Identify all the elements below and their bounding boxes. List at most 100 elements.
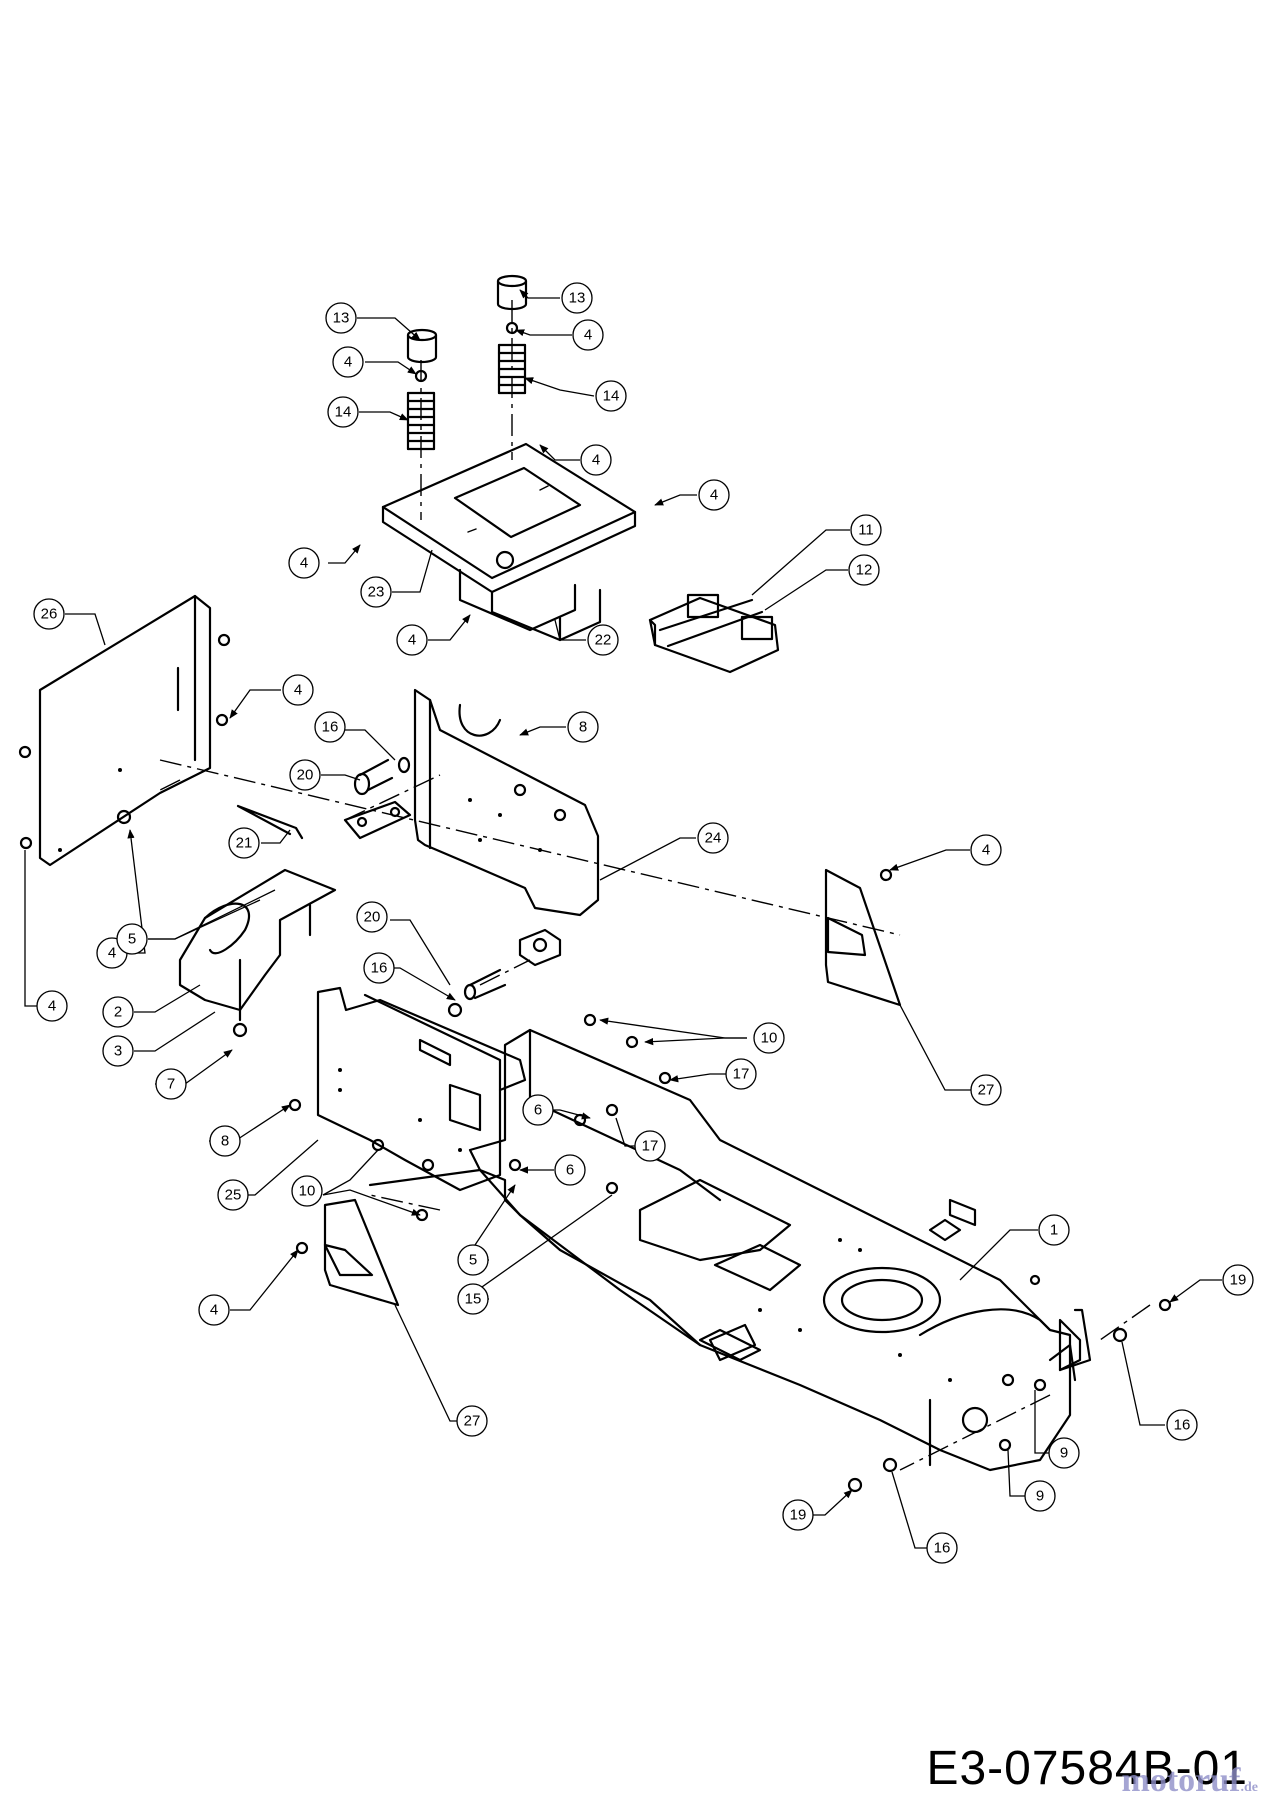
svg-text:7: 7 [167, 1076, 175, 1093]
callout-19[interactable]: 19 [1222, 1264, 1254, 1296]
svg-text:19: 19 [1230, 1272, 1247, 1289]
side-plate-lower [295, 1198, 400, 1307]
callout-23[interactable]: 23 [360, 576, 392, 608]
svg-text:8: 8 [221, 1133, 229, 1150]
callout-6[interactable]: 6 [522, 1094, 554, 1126]
svg-text:22: 22 [595, 632, 612, 649]
callout-8[interactable]: 8 [567, 711, 599, 743]
callout-11[interactable]: 11 [850, 514, 882, 546]
callout-20[interactable]: 20 [356, 901, 388, 933]
dash-panel [413, 688, 600, 917]
svg-text:4: 4 [710, 487, 718, 504]
callout-14-left[interactable]: 14 [327, 396, 359, 428]
callout-5[interactable]: 5 [457, 1244, 489, 1276]
main-frame [368, 1028, 1092, 1472]
spring-nuts [414, 321, 519, 383]
callout-26[interactable]: 26 [33, 598, 65, 630]
svg-text:16: 16 [371, 960, 388, 977]
callout-16[interactable]: 16 [314, 711, 346, 743]
svg-text:2: 2 [114, 1004, 122, 1021]
svg-text:17: 17 [733, 1066, 750, 1083]
hairpin-clip [236, 804, 304, 840]
callout-5[interactable]: 5 [116, 923, 148, 955]
callout-10[interactable]: 10 [753, 1022, 785, 1054]
callout-2[interactable]: 2 [102, 996, 134, 1028]
svg-text:24: 24 [705, 830, 722, 847]
callout-13-left[interactable]: 13 [325, 302, 357, 334]
rear-panel [316, 986, 527, 1192]
callout-22[interactable]: 22 [587, 624, 619, 656]
watermark-logo: motoruf.de [1121, 1762, 1258, 1799]
svg-text:27: 27 [978, 1082, 995, 1099]
svg-text:4: 4 [344, 354, 352, 371]
svg-text:11: 11 [858, 522, 874, 539]
svg-text:15: 15 [465, 1291, 482, 1308]
svg-text:10: 10 [761, 1030, 778, 1047]
svg-text:14: 14 [335, 404, 352, 421]
rear-bracket [1029, 1274, 1082, 1382]
bushing-left [406, 328, 438, 364]
diagram-code: E3-07584B-01 [926, 1742, 1248, 1795]
callout-4[interactable]: 4 [198, 1294, 230, 1326]
callout-14-right[interactable]: 14 [595, 380, 627, 412]
svg-text:4: 4 [108, 945, 116, 962]
assembly-center-lines [159, 300, 1151, 1471]
callout-19[interactable]: 19 [782, 1499, 814, 1531]
callout-15[interactable]: 15 [457, 1283, 489, 1315]
svg-text:4: 4 [584, 327, 592, 344]
callout-12[interactable]: 12 [848, 554, 880, 586]
callout-4[interactable]: 4 [36, 990, 68, 1022]
hinge-bracket [343, 800, 412, 840]
switch-block [518, 928, 562, 967]
callout-24[interactable]: 24 [697, 822, 729, 854]
svg-text:20: 20 [297, 767, 314, 784]
svg-text:4: 4 [294, 682, 302, 699]
callout-21[interactable]: 21 [228, 827, 260, 859]
callout-16[interactable]: 16 [363, 952, 395, 984]
callout-9[interactable]: 9 [1048, 1437, 1080, 1469]
callout-13-right[interactable]: 13 [561, 282, 593, 314]
callout-9[interactable]: 9 [1024, 1480, 1056, 1512]
callout-4[interactable]: 4 [970, 834, 1002, 866]
svg-text:13: 13 [333, 310, 350, 327]
svg-text:6: 6 [566, 1162, 574, 1179]
svg-text:19: 19 [790, 1507, 807, 1524]
callout-6[interactable]: 6 [554, 1154, 586, 1186]
callout-markers: 13 13 4 4 14 14 4 4 4 23 22 4 11 12 26 4… [33, 282, 1254, 1564]
frame-tabs [708, 1218, 962, 1362]
callout-4[interactable]: 4 [698, 479, 730, 511]
svg-text:12: 12 [856, 562, 873, 579]
callout-17[interactable]: 17 [634, 1130, 666, 1162]
callout-4[interactable]: 4 [332, 346, 364, 378]
svg-text:4: 4 [210, 1302, 218, 1319]
svg-text:6: 6 [534, 1102, 542, 1119]
svg-text:8: 8 [579, 719, 587, 736]
callout-4[interactable]: 4 [572, 319, 604, 351]
callout-17[interactable]: 17 [725, 1058, 757, 1090]
svg-text:4: 4 [300, 555, 308, 572]
seat-bracket [490, 588, 602, 642]
callout-27[interactable]: 27 [456, 1405, 488, 1437]
callout-10[interactable]: 10 [291, 1175, 323, 1207]
svg-text:17: 17 [642, 1138, 659, 1155]
callout-25[interactable]: 25 [217, 1179, 249, 1211]
side-plate-right [824, 868, 902, 1007]
callout-4[interactable]: 4 [288, 547, 320, 579]
callout-16[interactable]: 16 [926, 1532, 958, 1564]
svg-text:4: 4 [48, 998, 56, 1015]
pedal-bracket [178, 868, 337, 1038]
bushing-right [496, 274, 528, 311]
svg-text:10: 10 [299, 1183, 316, 1200]
callout-7[interactable]: 7 [155, 1068, 187, 1100]
callout-16[interactable]: 16 [1166, 1409, 1198, 1441]
callout-4[interactable]: 4 [396, 624, 428, 656]
callout-4[interactable]: 4 [282, 674, 314, 706]
svg-text:16: 16 [322, 719, 339, 736]
callout-1[interactable]: 1 [1038, 1214, 1070, 1246]
callout-27[interactable]: 27 [970, 1074, 1002, 1106]
callout-20[interactable]: 20 [289, 759, 321, 791]
callout-4[interactable]: 4 [580, 444, 612, 476]
callout-3[interactable]: 3 [102, 1035, 134, 1067]
callout-8[interactable]: 8 [209, 1125, 241, 1157]
